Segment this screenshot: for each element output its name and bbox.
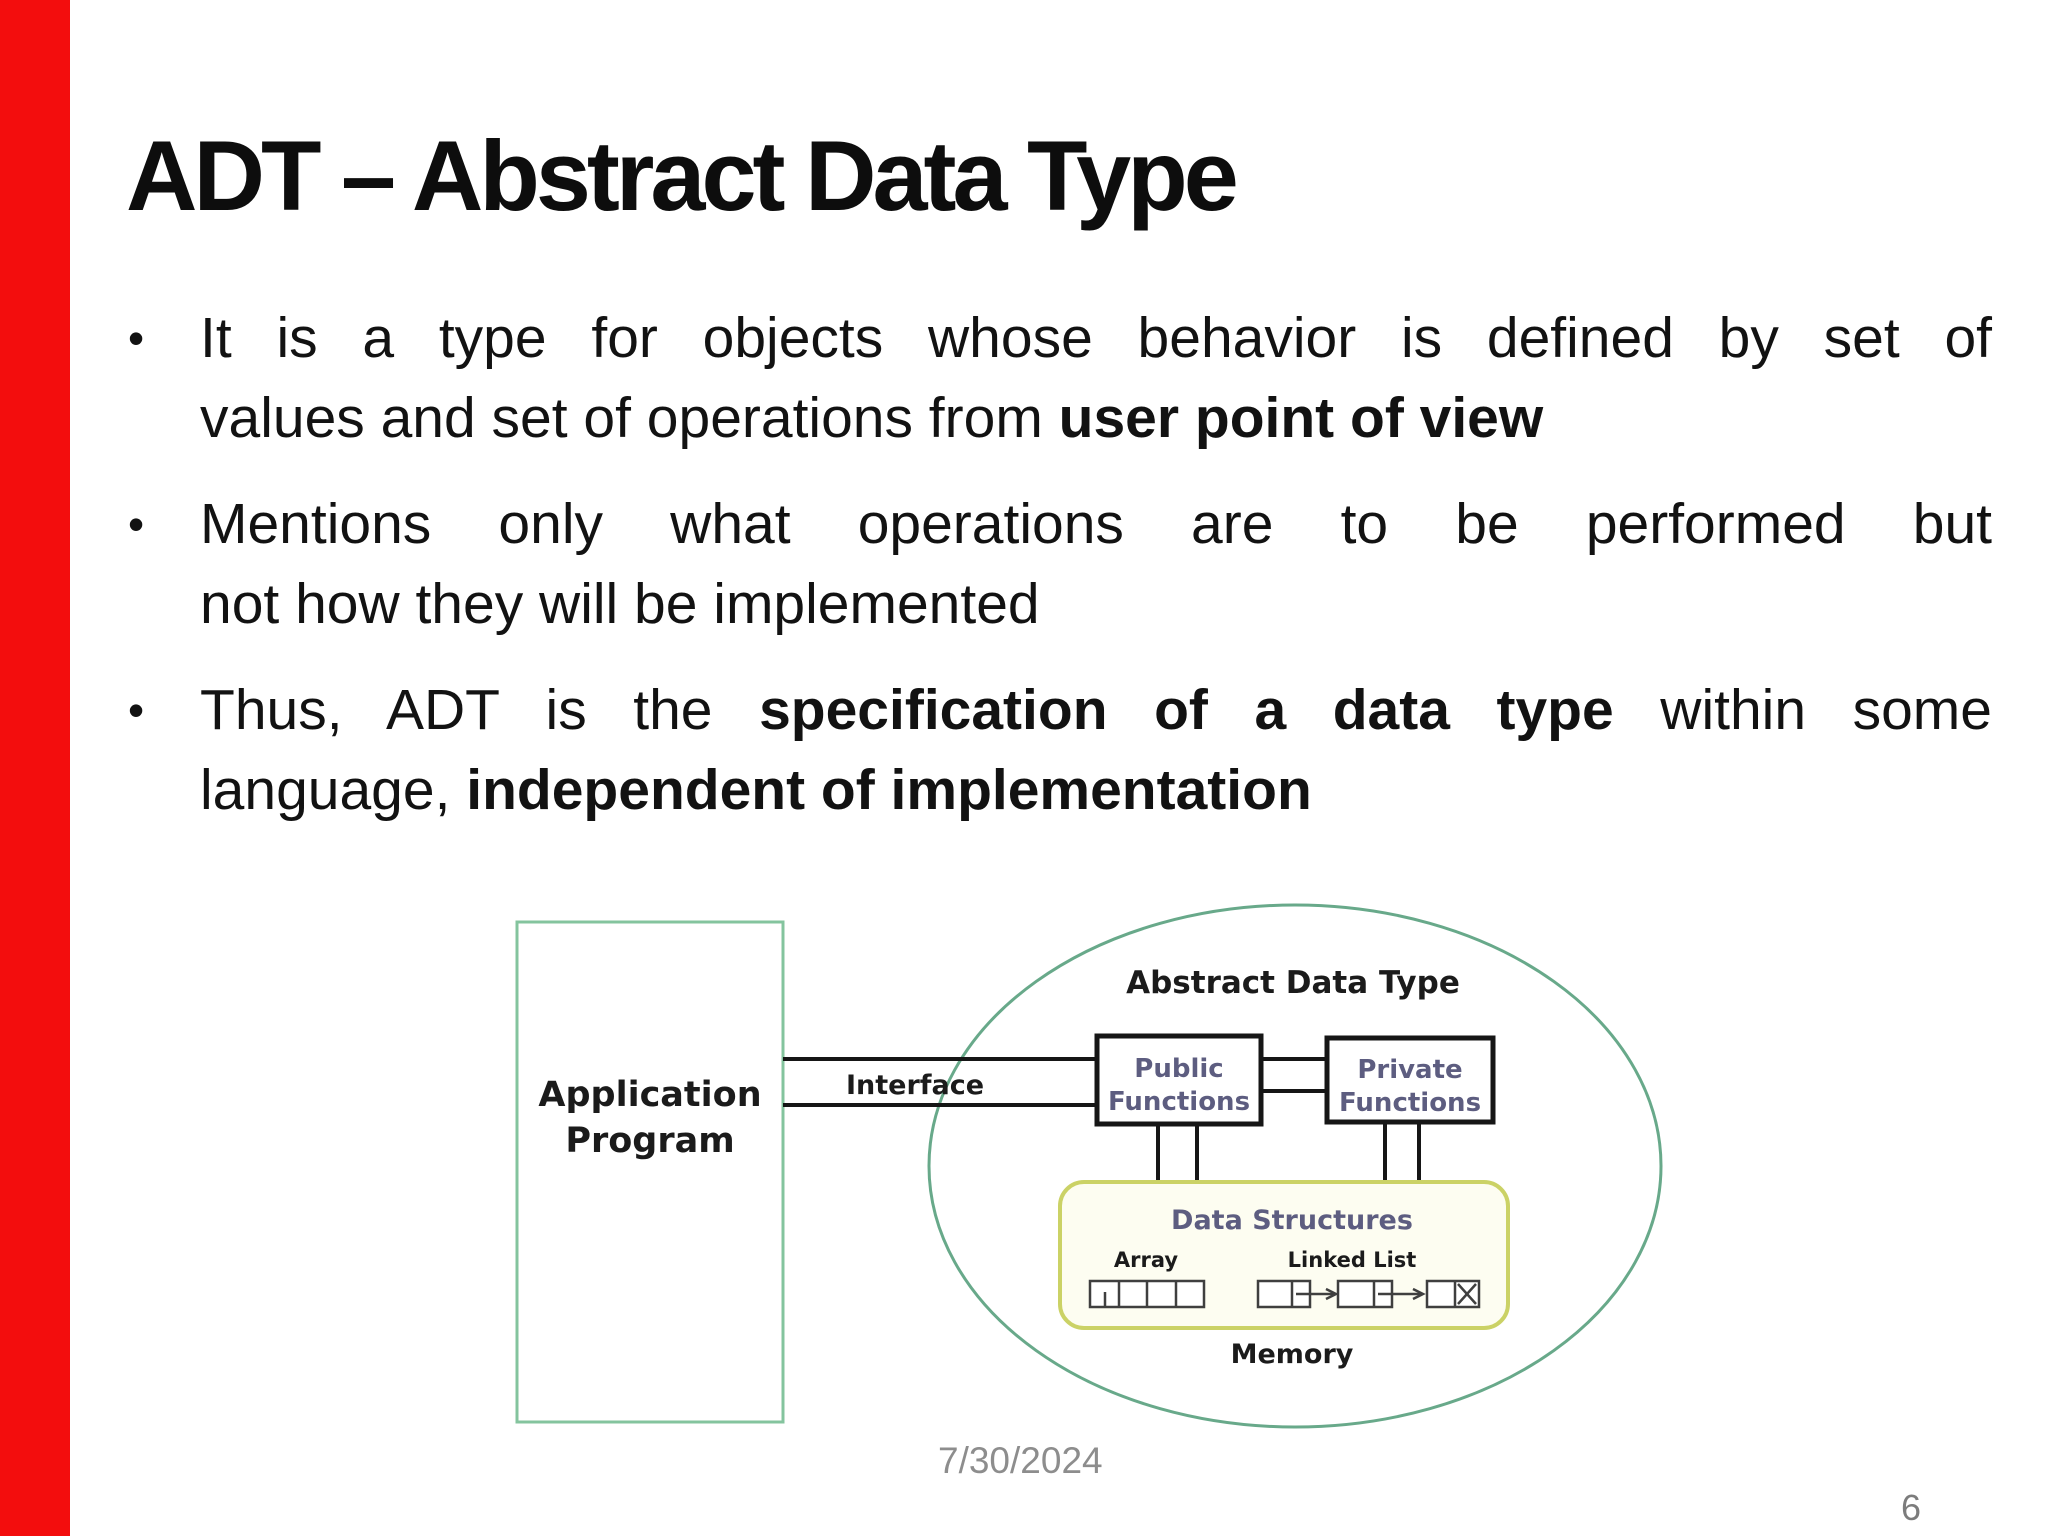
bullet-text: values and set of operations from: [200, 386, 1059, 450]
application-program-label: Program: [565, 1121, 734, 1161]
link-arrow-head: [1325, 1287, 1339, 1301]
bullet-item: • It is a type for objects whose behavio…: [126, 298, 1992, 458]
bullet-text-bold: independent of implementation: [466, 758, 1312, 822]
linked-list-node: [1425, 1279, 1481, 1309]
array-label: Array: [1114, 1248, 1178, 1272]
page-title: ADT – Abstract Data Type: [126, 120, 1239, 231]
private-functions-label: Functions: [1339, 1088, 1481, 1118]
bullet-marker: •: [128, 498, 145, 550]
linked-list-label: Linked List: [1288, 1248, 1417, 1272]
bullet-marker: •: [128, 312, 145, 364]
link-arrow-head: [1412, 1287, 1426, 1301]
bullet-text: Thus, ADT is the: [200, 678, 760, 742]
interface-label: Interface: [846, 1070, 984, 1101]
bullet-item: • Mentions only what operations are to b…: [126, 484, 1992, 644]
bullet-text: It is a type for objects whose behavior …: [200, 306, 1992, 370]
private-functions-box: [1324, 1035, 1496, 1125]
bullet-text: within some: [1613, 678, 1992, 742]
left-red-stripe: [0, 0, 70, 1536]
public-functions-box: [1094, 1033, 1264, 1127]
adt-ellipse-label: Abstract Data Type: [1126, 965, 1460, 1001]
application-program-label: Application: [538, 1075, 761, 1115]
application-program-box: [515, 920, 785, 1424]
data-structures-label: Data Structures: [1171, 1205, 1413, 1236]
bullet-text: not how they will be implemented: [200, 572, 1040, 636]
bullet-marker: •: [128, 684, 145, 736]
bullet-item: • Thus, ADT is the specification of a da…: [126, 670, 1992, 830]
bullet-text: Mentions only what operations are to be …: [200, 492, 1992, 556]
public-functions-label: Functions: [1108, 1087, 1250, 1117]
memory-label: Memory: [1231, 1339, 1354, 1370]
bullet-list: • It is a type for objects whose behavio…: [126, 298, 1992, 856]
private-functions-label: Private: [1357, 1055, 1462, 1085]
bullet-text-bold: specification of a data type: [759, 678, 1614, 742]
null-x-mark: [1457, 1283, 1477, 1305]
bullet-text-bold: user point of view: [1058, 386, 1544, 450]
public-functions-label: Public: [1134, 1054, 1223, 1084]
page-number: 6: [1901, 1487, 1922, 1528]
footer-date: 7/30/2024: [938, 1440, 1103, 1481]
bullet-text: language,: [200, 758, 467, 822]
